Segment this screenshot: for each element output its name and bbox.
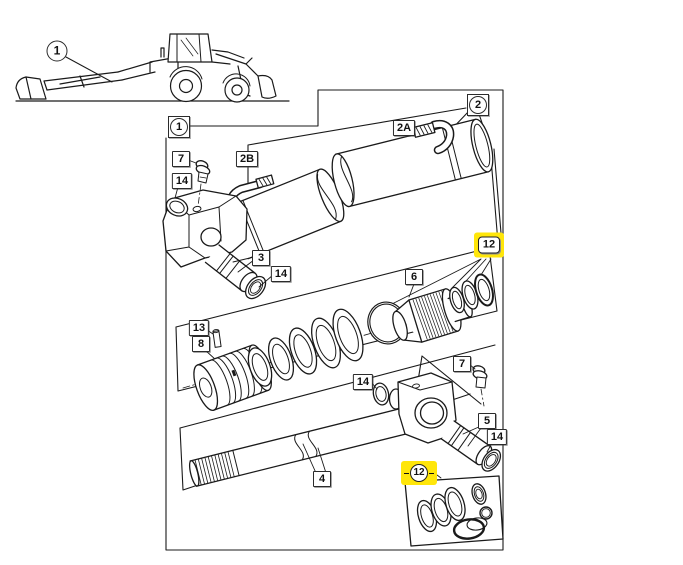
callout-label: 12 xyxy=(410,464,428,482)
callout-part-14-d[interactable]: 14 xyxy=(486,429,508,445)
cylinder-barrel-assembly xyxy=(225,118,494,260)
machine-illustration xyxy=(15,33,290,103)
callout-part-14-b[interactable]: 14 xyxy=(270,266,292,282)
callout-part-2b[interactable]: 2B xyxy=(235,151,259,167)
highlight-box: 12 xyxy=(474,232,504,258)
leader-dash xyxy=(429,472,434,474)
callout-machine[interactable]: 1 xyxy=(46,40,68,62)
callout-label: 4 xyxy=(313,471,331,487)
callout-part-12-top[interactable]: 12 xyxy=(474,232,504,258)
callout-label: 8 xyxy=(192,336,210,352)
callout-part-14-c[interactable]: 14 xyxy=(352,374,374,390)
callout-label: 6 xyxy=(405,269,423,285)
callout-label: 2B xyxy=(235,151,259,167)
piston-seal-row xyxy=(193,258,494,411)
callout-label: 14 xyxy=(352,374,374,390)
callout-label: 2A xyxy=(392,120,416,136)
callout-label: 1 xyxy=(46,40,68,62)
callout-part-5[interactable]: 5 xyxy=(478,413,496,429)
callout-assembly-2[interactable]: 2 xyxy=(467,94,489,116)
seal-kit-box xyxy=(404,471,504,547)
leader-dash xyxy=(404,472,409,474)
callout-label: 1 xyxy=(170,118,188,136)
callout-part-6[interactable]: 6 xyxy=(405,269,423,285)
callout-frame: 1 xyxy=(168,116,190,138)
callout-label: 5 xyxy=(478,413,496,429)
rod-assembly xyxy=(188,364,502,487)
callout-part-13[interactable]: 13 xyxy=(188,320,210,336)
callout-label: 3 xyxy=(252,250,270,266)
head-end-casting xyxy=(162,159,274,300)
callout-label: 12 xyxy=(478,236,500,254)
callout-part-12-kit[interactable]: 12 xyxy=(401,461,437,485)
callout-frame: 2 xyxy=(467,94,489,116)
callout-part-3[interactable]: 3 xyxy=(252,250,270,266)
callout-part-2a[interactable]: 2A xyxy=(392,120,416,136)
callout-label: 7 xyxy=(453,356,471,372)
callout-label: 14 xyxy=(486,429,508,445)
callout-part-8[interactable]: 8 xyxy=(192,336,210,352)
callout-label: 14 xyxy=(171,173,193,189)
callout-part-7-bottom[interactable]: 7 xyxy=(453,356,471,372)
callout-label: 13 xyxy=(188,320,210,336)
callout-part-4[interactable]: 4 xyxy=(313,471,331,487)
callout-label: 14 xyxy=(270,266,292,282)
callout-assembly-1[interactable]: 1 xyxy=(168,116,190,138)
highlight-box: 12 xyxy=(401,461,437,485)
callout-part-7-top[interactable]: 7 xyxy=(172,151,190,167)
callout-label: 7 xyxy=(172,151,190,167)
callout-label: 2 xyxy=(469,96,487,114)
callout-part-14-a[interactable]: 14 xyxy=(171,173,193,189)
